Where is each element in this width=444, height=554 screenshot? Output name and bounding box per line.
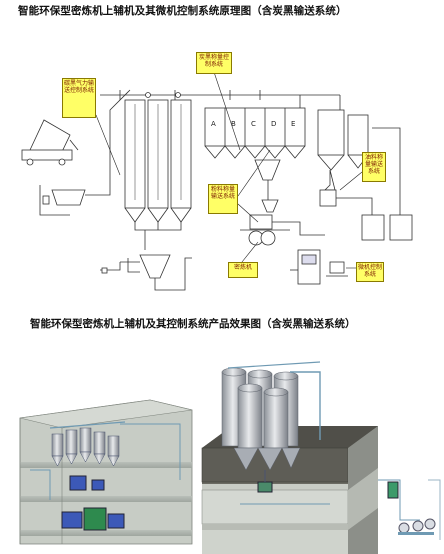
left-building bbox=[19, 399, 193, 545]
mixer-callout: 密炼机 bbox=[228, 262, 258, 278]
microcomputer-callout: 微机控制系统 bbox=[356, 262, 384, 282]
oil-weighing-callout: 油料称量输送系统 bbox=[362, 152, 386, 182]
carbon-silos bbox=[124, 99, 192, 223]
powder-weighing-callout: 粉料称量输送系统 bbox=[208, 184, 238, 214]
product-title: 智能环保型密炼机上辅机及其控制系统产品效果图（含炭黑输送系统） bbox=[30, 318, 356, 330]
bin-label: E bbox=[291, 120, 295, 128]
bin-label: B bbox=[231, 120, 236, 128]
computer-icon bbox=[290, 249, 348, 285]
tanker-truck-icon bbox=[21, 119, 79, 166]
annex-equipment bbox=[378, 479, 441, 540]
carbon-weighing-callout: 炭黑称量控制系统 bbox=[196, 52, 232, 74]
schematic-diagram: A B C D E bbox=[21, 71, 413, 291]
schematic-title: 智能环保型密炼机上辅机及其微机控制系统原理图（含炭黑输送系统） bbox=[18, 5, 347, 17]
bin-label: A bbox=[211, 120, 216, 128]
right-building bbox=[201, 361, 378, 554]
bin-label: C bbox=[251, 120, 256, 128]
weighing-bins bbox=[204, 107, 306, 159]
bin-label: D bbox=[271, 120, 276, 128]
carbon-conveying-callout: 碳黑气力输送控制系统 bbox=[62, 78, 96, 118]
mixer-unit bbox=[240, 214, 325, 246]
